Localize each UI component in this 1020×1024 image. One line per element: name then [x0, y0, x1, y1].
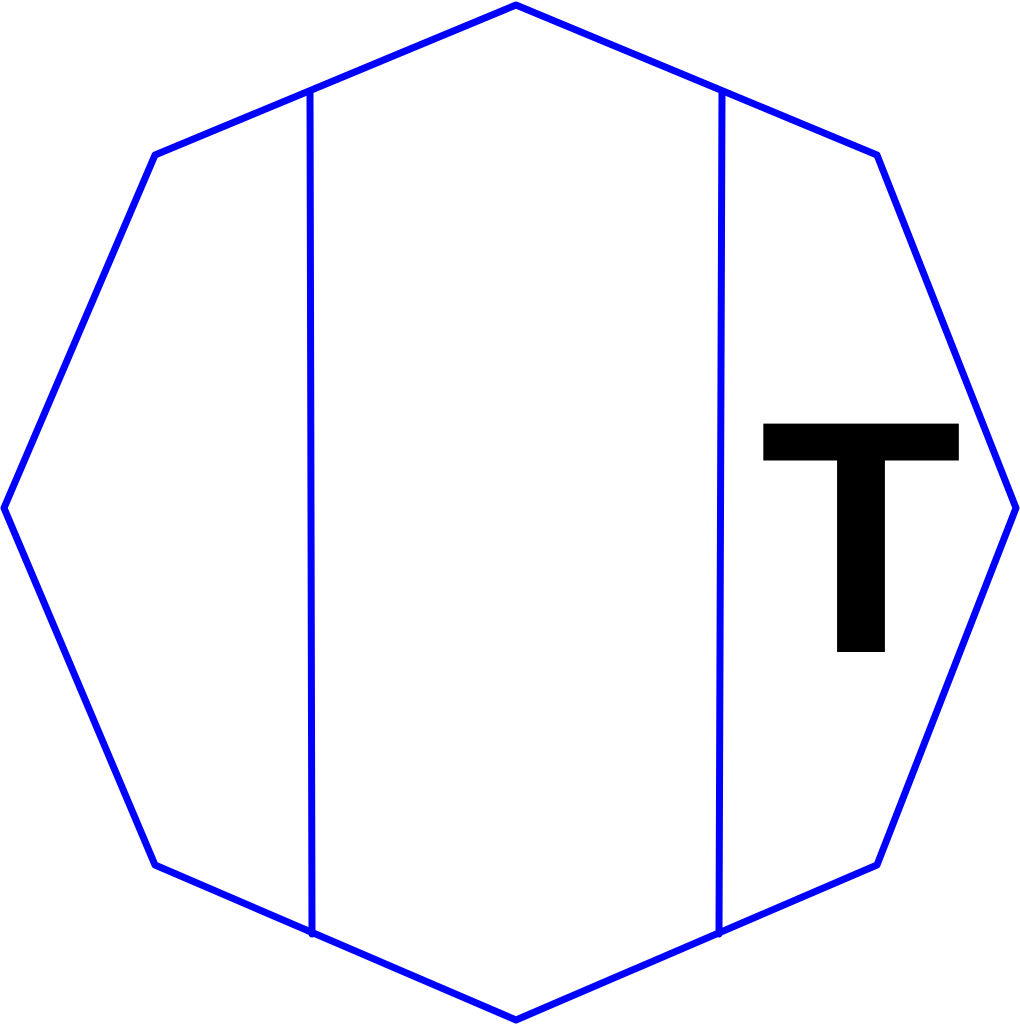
left-divider-line — [306, 87, 316, 938]
right-divider-line — [715, 87, 726, 938]
label-t: T — [760, 352, 963, 723]
